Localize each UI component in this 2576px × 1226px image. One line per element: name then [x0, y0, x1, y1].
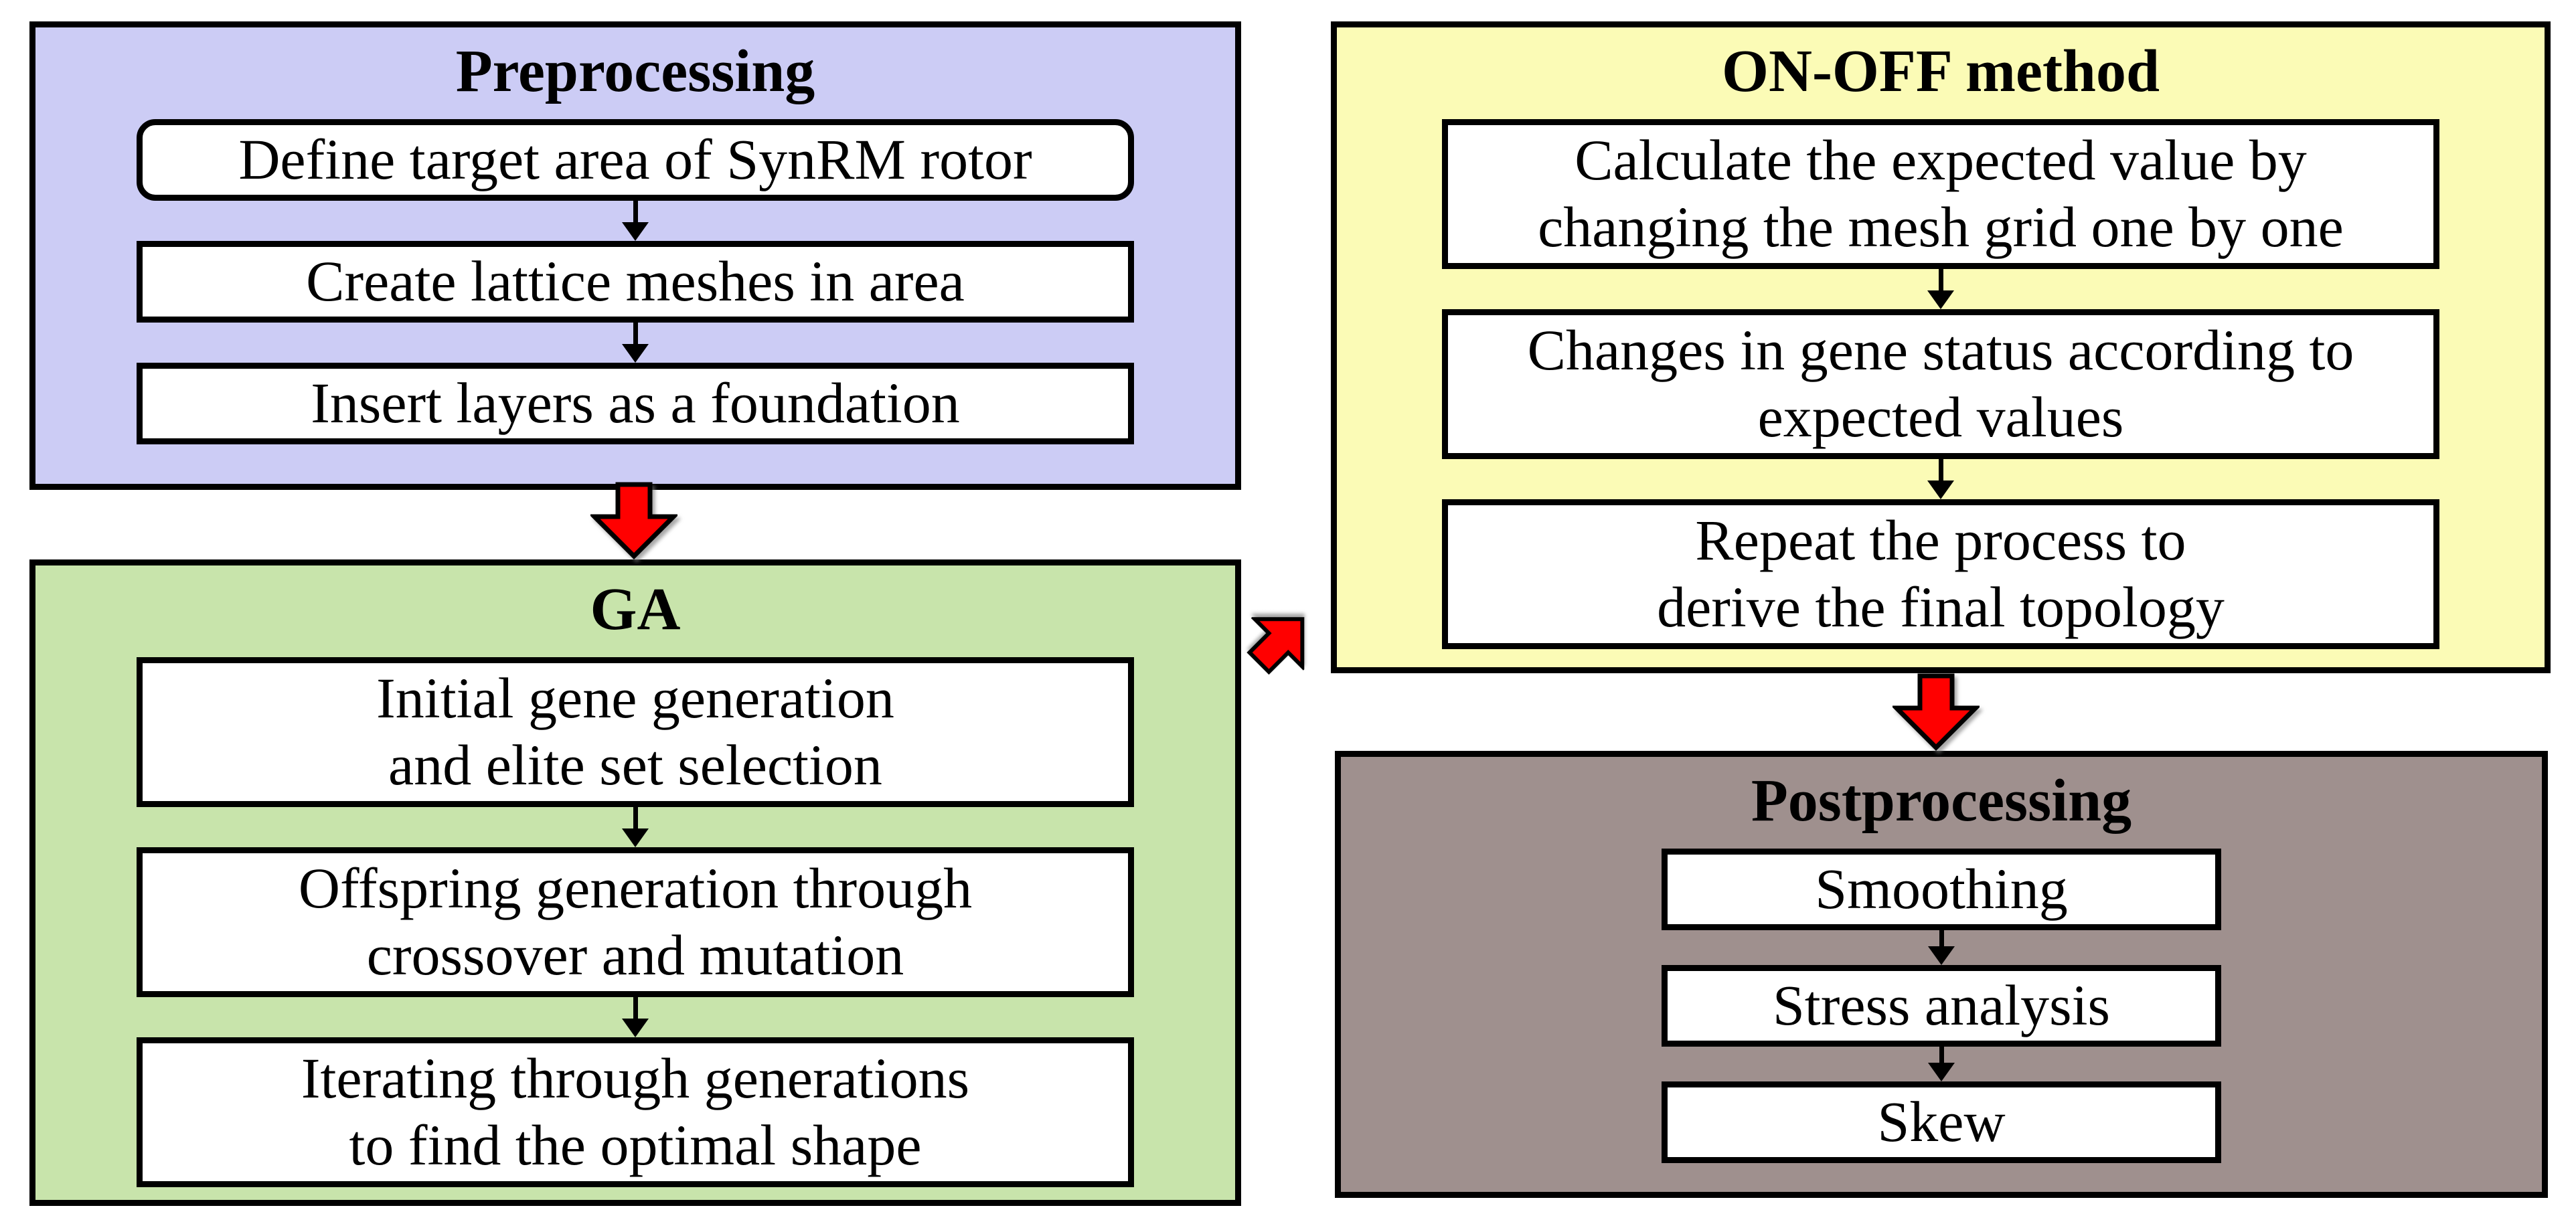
- down-arrow-icon: [622, 322, 649, 363]
- panel-onoff-method: ON-OFF method Calculate the expected val…: [1331, 21, 2551, 673]
- flow-step-insert-layers: Insert layers as a foundation: [137, 362, 1134, 444]
- down-arrow-icon: [1927, 268, 1954, 309]
- panel-preprocessing: Preprocessing Define target area of SynR…: [29, 21, 1241, 490]
- panel-postprocessing: Postprocessing Smoothing Stress analysis…: [1335, 751, 2548, 1198]
- flow-step-offspring-generation: Offspring generation through crossover a…: [137, 847, 1134, 997]
- flow-step-define-target-area: Define target area of SynRM rotor: [137, 118, 1134, 201]
- down-arrow-icon: [1928, 1046, 1955, 1081]
- flow-step-iterating-generations: Iterating through generations to find th…: [137, 1037, 1134, 1187]
- flow-step-calculate-expected-value: Calculate the expected value by changing…: [1442, 118, 2439, 269]
- down-arrow-icon: [622, 806, 649, 847]
- flow-step-skew: Skew: [1662, 1081, 2221, 1163]
- down-arrow-icon: [1927, 458, 1954, 499]
- panel-onoff-method-title: ON-OFF method: [1721, 38, 2160, 104]
- panel-preprocessing-title: Preprocessing: [455, 38, 815, 104]
- red-block-arrow-down-icon: [1890, 672, 1982, 756]
- flow-step-repeat-process: Repeat the process to derive the final t…: [1442, 499, 2439, 649]
- flow-step-initial-gene-generation: Initial gene generation and elite set se…: [137, 656, 1134, 807]
- down-arrow-icon: [622, 200, 649, 241]
- down-arrow-icon: [622, 996, 649, 1037]
- red-block-arrow-up-right-icon: [1232, 589, 1333, 690]
- panel-postprocessing-title: Postprocessing: [1751, 768, 2132, 834]
- flow-step-changes-in-gene-status: Changes in gene status according to expe…: [1442, 309, 2439, 459]
- red-block-arrow-down-icon: [588, 482, 679, 563]
- down-arrow-icon: [1928, 930, 1955, 965]
- flow-step-create-lattice-meshes: Create lattice meshes in area: [137, 240, 1134, 323]
- flow-step-stress-analysis: Stress analysis: [1662, 964, 2221, 1047]
- panel-ga-title: GA: [590, 576, 681, 642]
- flow-step-smoothing: Smoothing: [1662, 848, 2221, 930]
- panel-ga: GA Initial gene generation and elite set…: [29, 559, 1241, 1206]
